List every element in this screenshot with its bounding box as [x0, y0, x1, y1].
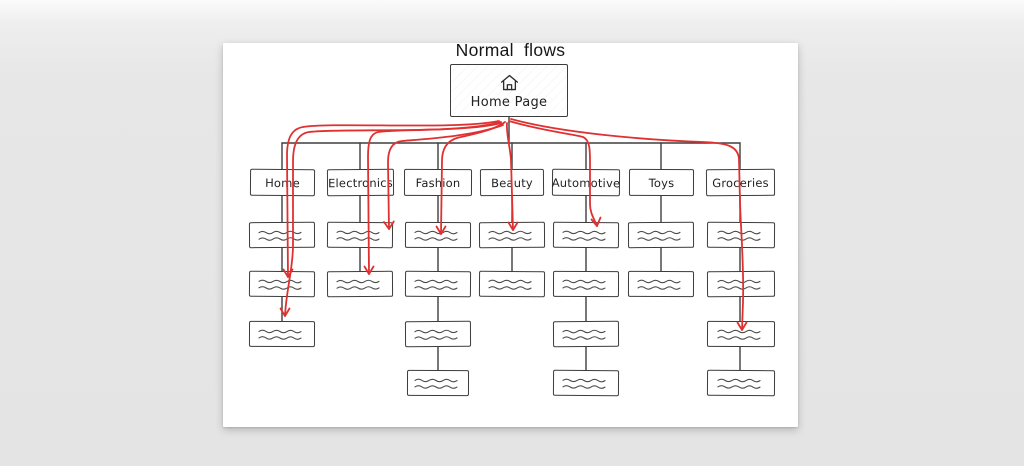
child-page-node — [627, 270, 695, 298]
child-page-node — [248, 221, 316, 249]
category-node-groceries: Groceries — [705, 168, 776, 197]
child-page-node — [406, 369, 470, 397]
child-page-node — [706, 320, 776, 348]
category-label: Groceries — [712, 175, 769, 190]
placeholder-text-lines — [488, 279, 532, 290]
placeholder-text-lines — [637, 279, 681, 290]
placeholder-text-lines — [488, 230, 532, 241]
child-page-node — [404, 320, 472, 348]
home-page-node: Home Page — [450, 64, 568, 117]
placeholder-text-lines — [717, 329, 761, 340]
placeholder-text-lines — [562, 279, 606, 290]
placeholder-text-lines — [414, 230, 458, 241]
child-page-node — [248, 320, 316, 348]
child-page-node — [326, 270, 394, 298]
placeholder-text-lines — [562, 230, 606, 241]
placeholder-text-lines — [258, 279, 302, 290]
placeholder-text-lines — [414, 378, 458, 389]
placeholder-text-lines — [414, 329, 458, 340]
child-page-node — [552, 369, 620, 397]
placeholder-text-lines — [336, 230, 380, 241]
child-page-node — [404, 221, 472, 249]
placeholder-text-lines — [717, 230, 761, 241]
child-page-node — [706, 270, 776, 298]
category-node-toys: Toys — [628, 168, 695, 197]
child-page-node — [326, 221, 394, 249]
placeholder-text-lines — [562, 329, 606, 340]
child-page-node — [478, 270, 546, 298]
child-page-node — [706, 221, 776, 249]
placeholder-text-lines — [562, 378, 606, 389]
placeholder-text-lines — [258, 230, 302, 241]
child-page-node — [552, 320, 620, 348]
child-page-node — [478, 221, 546, 249]
home-page-label: Home Page — [470, 94, 548, 110]
home-icon — [500, 74, 518, 90]
child-page-node — [404, 270, 472, 298]
category-node-home: Home — [249, 168, 316, 197]
child-page-node — [248, 270, 316, 298]
category-label: Home — [265, 175, 300, 190]
child-page-node — [627, 221, 695, 249]
category-node-automotive: Automotive — [551, 168, 621, 197]
child-page-node — [552, 221, 620, 249]
placeholder-text-lines — [414, 279, 458, 290]
category-node-electronics: Electronics — [326, 168, 395, 197]
child-page-node — [706, 369, 776, 397]
category-label: Fashion — [415, 175, 461, 190]
category-label: Automotive — [551, 175, 621, 190]
diagram-title: Normal flows — [455, 40, 566, 60]
category-node-fashion: Fashion — [403, 168, 473, 197]
placeholder-text-lines — [637, 230, 681, 241]
category-node-beauty: Beauty — [479, 168, 545, 197]
placeholder-text-lines — [717, 378, 761, 389]
child-page-node — [552, 270, 620, 298]
category-label: Electronics — [328, 175, 393, 190]
category-label: Toys — [648, 175, 675, 190]
placeholder-text-lines — [717, 279, 761, 290]
placeholder-text-lines — [258, 329, 302, 340]
placeholder-text-lines — [336, 279, 380, 290]
category-label: Beauty — [491, 175, 533, 190]
